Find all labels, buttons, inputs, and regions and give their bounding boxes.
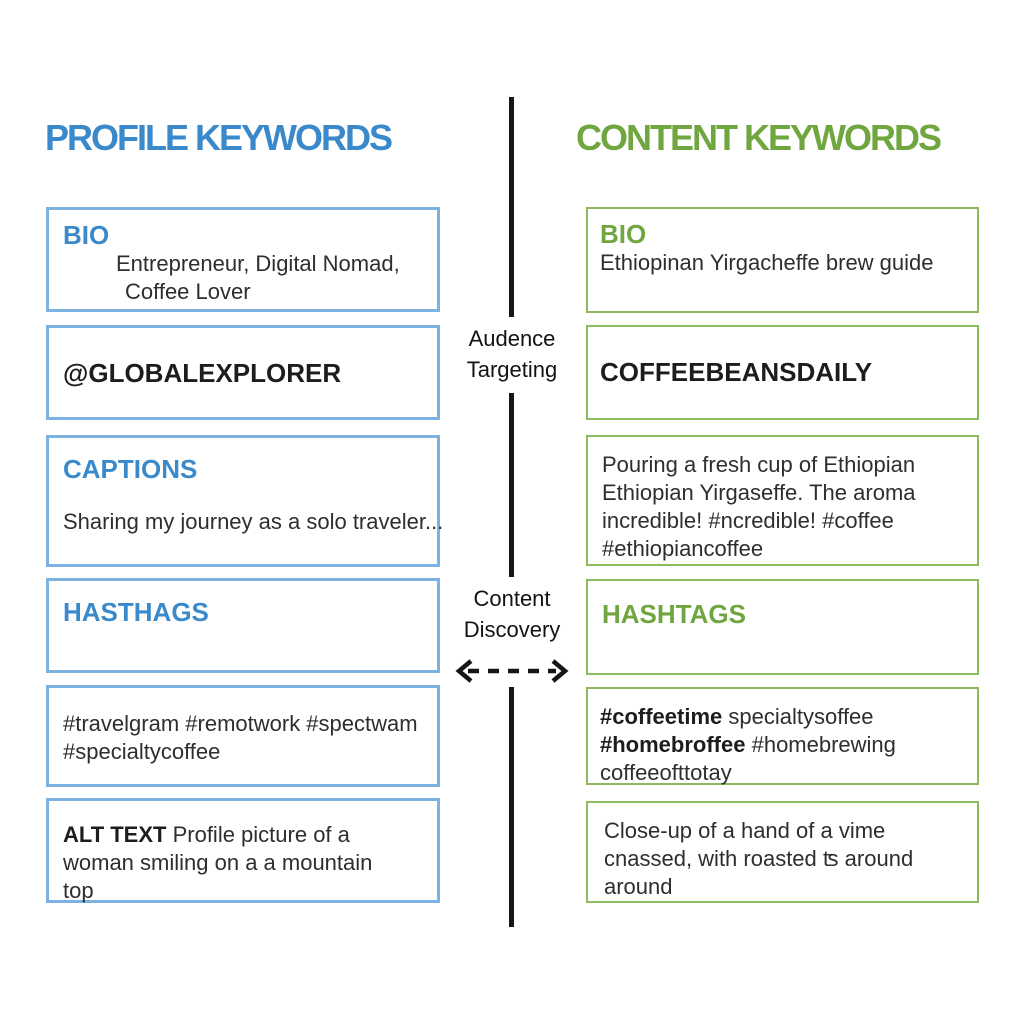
profile-captions-box: CAPTIONS Sharing my journey as a solo tr… (46, 435, 444, 567)
profile-alttext-box: ALT TEXT Profile picture of a woman smil… (46, 798, 440, 903)
content-handle-box: COFFEEBEANSDAILY (586, 325, 979, 420)
profile-keywords-title: PROFILE KEYWORDS (45, 117, 393, 158)
divider-line-middle (509, 393, 514, 577)
profile-hashtags-box: #travelgram #remotwork #spectwam #specia… (46, 685, 440, 787)
audience-targeting-label: Audence Targeting (466, 326, 558, 382)
content-bio-box: BIO Ethiopinan Yirgacheffe brew guide (586, 207, 979, 313)
profile-captions-label: CAPTIONS (63, 454, 198, 484)
content-hashtags-text: #coffeetime specialtysoffee #homebroffee… (600, 704, 896, 785)
content-keywords-title: CONTENT KEYWORDS (576, 117, 942, 158)
profile-handle-text: @GLOBALEXPLORER (63, 358, 342, 388)
content-bio-text: Ethiopinan Yirgacheffe brew guide (600, 250, 934, 275)
profile-alttext-text: ALT TEXT Profile picture of a woman smil… (63, 822, 373, 903)
content-handle-text: COFFEEBEANSDAILY (600, 357, 873, 387)
profile-alttext-label: ALT TEXT (63, 822, 167, 847)
profile-hashtags-label-box: HASTHAGS (46, 578, 440, 673)
double-dashed-arrow-icon (455, 659, 569, 683)
content-hashtags-label: HASHTAGS (602, 599, 746, 629)
profile-bio-box: BIO Entrepreneur, Digital Nomad, Coffee … (46, 207, 440, 312)
content-hashtags-box: #coffeetime specialtysoffee #homebroffee… (586, 687, 979, 785)
content-discovery-label: Content Discovery (463, 586, 561, 642)
content-caption-text: Pouring a fresh cup of Ethiopian Ethiopi… (602, 452, 916, 561)
content-hashtags-label-box: HASHTAGS (586, 579, 979, 675)
content-alttext-text: Close-up of a hand of a vime cnassed, wi… (604, 818, 914, 899)
content-bio-label: BIO (600, 219, 647, 249)
profile-handle-box: @GLOBALEXPLORER (46, 325, 440, 420)
profile-hashtags-text: #travelgram #remotwork #spectwam #specia… (63, 711, 418, 764)
profile-hashtags-label: HASTHAGS (63, 597, 209, 627)
divider-line-bottom (509, 687, 514, 927)
profile-bio-text: Entrepreneur, Digital Nomad, Coffee Love… (116, 251, 400, 304)
content-alttext-box: Close-up of a hand of a vime cnassed, wi… (586, 801, 979, 903)
divider-line-top (509, 97, 514, 317)
profile-bio-label: BIO (63, 220, 110, 250)
profile-captions-text: Sharing my journey as a solo traveler... (63, 509, 444, 534)
content-caption-box: Pouring a fresh cup of Ethiopian Ethiopi… (586, 435, 979, 566)
